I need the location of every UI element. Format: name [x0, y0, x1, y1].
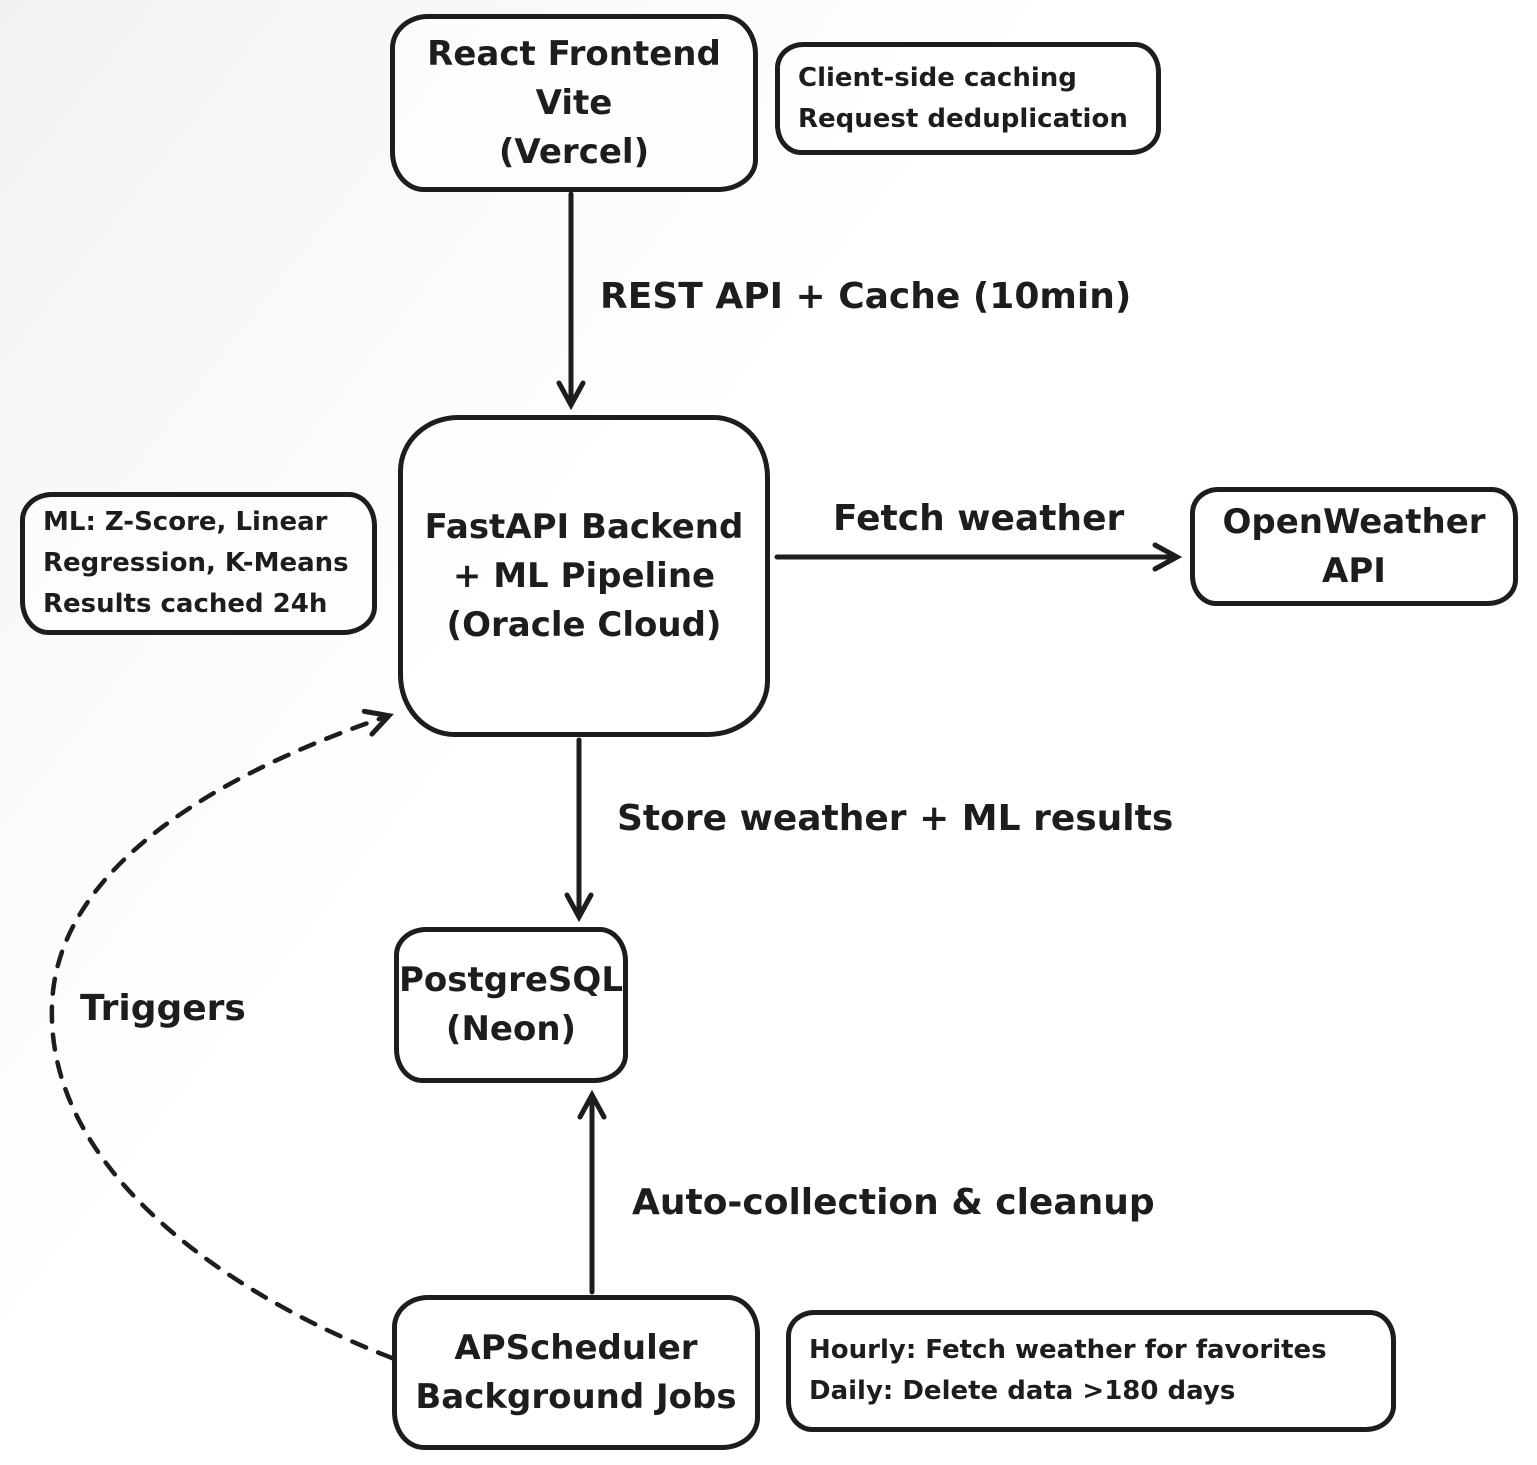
ml-note-line-2: Regression, K-Means: [43, 548, 349, 578]
node-fastapi-backend: FastAPI Backend + ML Pipeline (Oracle Cl…: [398, 415, 770, 737]
node-openweather-api: OpenWeather API: [1190, 487, 1518, 606]
note-client-side-caching: Client-side caching Request deduplicatio…: [775, 42, 1161, 155]
ml-note-line-3: Results cached 24h: [43, 589, 328, 619]
ml-note-line-1: ML: Z-Score, Linear: [43, 507, 328, 537]
apscheduler-line-1: APScheduler: [454, 1327, 698, 1368]
jobs-note-line-1: Hourly: Fetch weather for favorites: [809, 1335, 1327, 1365]
edge-label-store-results: Store weather + ML results: [617, 798, 1174, 839]
edge-label-rest-api-cache: REST API + Cache (10min): [600, 276, 1132, 317]
node-postgresql: PostgreSQL (Neon): [394, 927, 628, 1083]
note-ml-pipeline-details: ML: Z-Score, Linear Regression, K-Means …: [20, 492, 377, 635]
jobs-note-line-2: Daily: Delete data >180 days: [809, 1376, 1236, 1406]
fastapi-line-3: (Oracle Cloud): [446, 604, 722, 645]
postgresql-line-1: PostgreSQL: [399, 960, 623, 1000]
edge-label-fetch-weather: Fetch weather: [833, 498, 1125, 539]
dashed-arrow-triggers: [49, 708, 395, 1361]
node-react-frontend: React Frontend Vite (Vercel): [390, 14, 758, 192]
node-apscheduler: APScheduler Background Jobs: [392, 1295, 760, 1450]
client-note-line-2: Request deduplication: [798, 103, 1128, 134]
postgresql-line-2: (Neon): [445, 1009, 577, 1049]
fastapi-line-2: + ML Pipeline: [452, 555, 716, 596]
openweather-line-2: API: [1322, 550, 1386, 591]
edge-label-triggers: Triggers: [80, 988, 246, 1029]
react-frontend-line-2: Vite: [535, 82, 613, 123]
react-frontend-line-3: (Vercel): [498, 131, 650, 172]
edge-label-auto-collection: Auto-collection & cleanup: [632, 1182, 1155, 1223]
fastapi-line-1: FastAPI Backend: [424, 506, 744, 547]
react-frontend-line-1: React Frontend: [427, 33, 721, 74]
client-note-line-1: Client-side caching: [798, 62, 1077, 93]
note-scheduler-jobs: Hourly: Fetch weather for favorites Dail…: [786, 1310, 1396, 1432]
openweather-line-1: OpenWeather: [1222, 501, 1486, 542]
apscheduler-line-2: Background Jobs: [415, 1376, 737, 1417]
